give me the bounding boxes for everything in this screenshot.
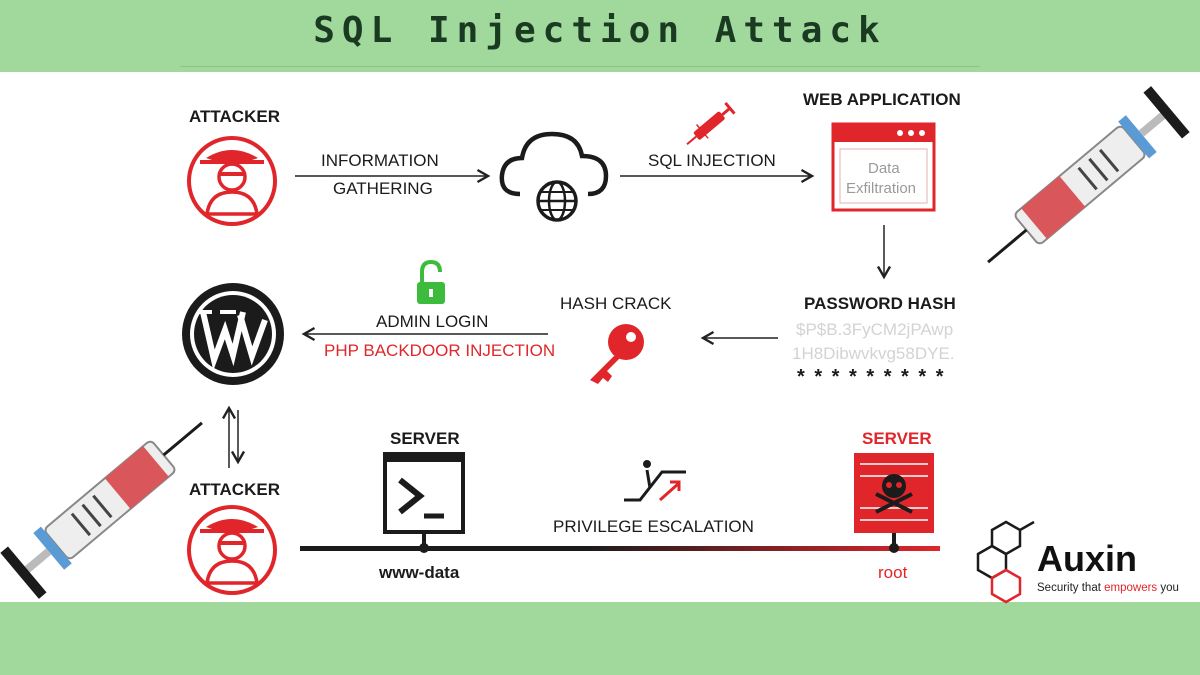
page-title: SQL Injection Attack: [313, 10, 887, 51]
password-hash-label: PASSWORD HASH: [804, 294, 956, 313]
sql-injection-label: SQL INJECTION: [648, 151, 776, 170]
tagline-post: you: [1157, 582, 1179, 594]
server-right-label: SERVER: [862, 429, 932, 448]
brand-tagline: Security that empowers you: [1037, 582, 1179, 594]
web-box-line2: Exfiltration: [846, 180, 917, 197]
privilege-escalation-label: PRIVILEGE ESCALATION: [553, 517, 754, 536]
hash-crack-label: HASH CRACK: [560, 294, 672, 313]
web-box-line1: Data: [868, 160, 900, 177]
title-banner: SQL Injection Attack: [0, 0, 1200, 72]
footer-banner: [0, 602, 1200, 675]
browser-window-icon: [831, 122, 936, 212]
terminal-icon: [383, 452, 465, 553]
syringe-icon: [686, 101, 736, 146]
syringe-icon: [987, 86, 1190, 264]
key-icon: [590, 324, 644, 384]
server-left-label: SERVER: [390, 429, 460, 448]
server-left-user: www-data: [379, 563, 460, 582]
server-right-user: root: [878, 563, 908, 582]
info-gathering-label-1: INFORMATION: [321, 151, 439, 170]
brand-name: Auxin: [1037, 538, 1138, 579]
syringe-icon: [0, 421, 203, 599]
hash-line-2: 1H8Dibwvkvg58DYE.: [792, 344, 955, 363]
web-application-label: WEB APPLICATION: [803, 90, 961, 109]
wordpress-icon: [182, 283, 284, 385]
php-backdoor-label: PHP BACKDOOR INJECTION: [324, 341, 556, 360]
escalator-icon: [624, 460, 686, 502]
tagline-em: empowers: [1104, 582, 1158, 594]
cloud-globe-icon: [499, 131, 609, 222]
server-skull-icon: [854, 453, 934, 553]
attacker-label-top: ATTACKER: [189, 107, 280, 126]
info-gathering-label-2: GATHERING: [333, 179, 433, 198]
hash-masked: * * * * * * * * *: [797, 366, 946, 388]
title-rule: [180, 66, 980, 67]
tagline-pre: Security that: [1037, 582, 1105, 594]
attacker-icon: [187, 505, 277, 595]
lock-icon: [417, 259, 445, 304]
attacker-icon: [187, 136, 277, 226]
attacker-label-bottom: ATTACKER: [189, 480, 280, 499]
auxin-logo-icon: [976, 520, 1035, 604]
admin-login-label: ADMIN LOGIN: [376, 312, 489, 331]
hash-line-1: $P$B.3FyCM2jPAwp: [796, 320, 954, 339]
